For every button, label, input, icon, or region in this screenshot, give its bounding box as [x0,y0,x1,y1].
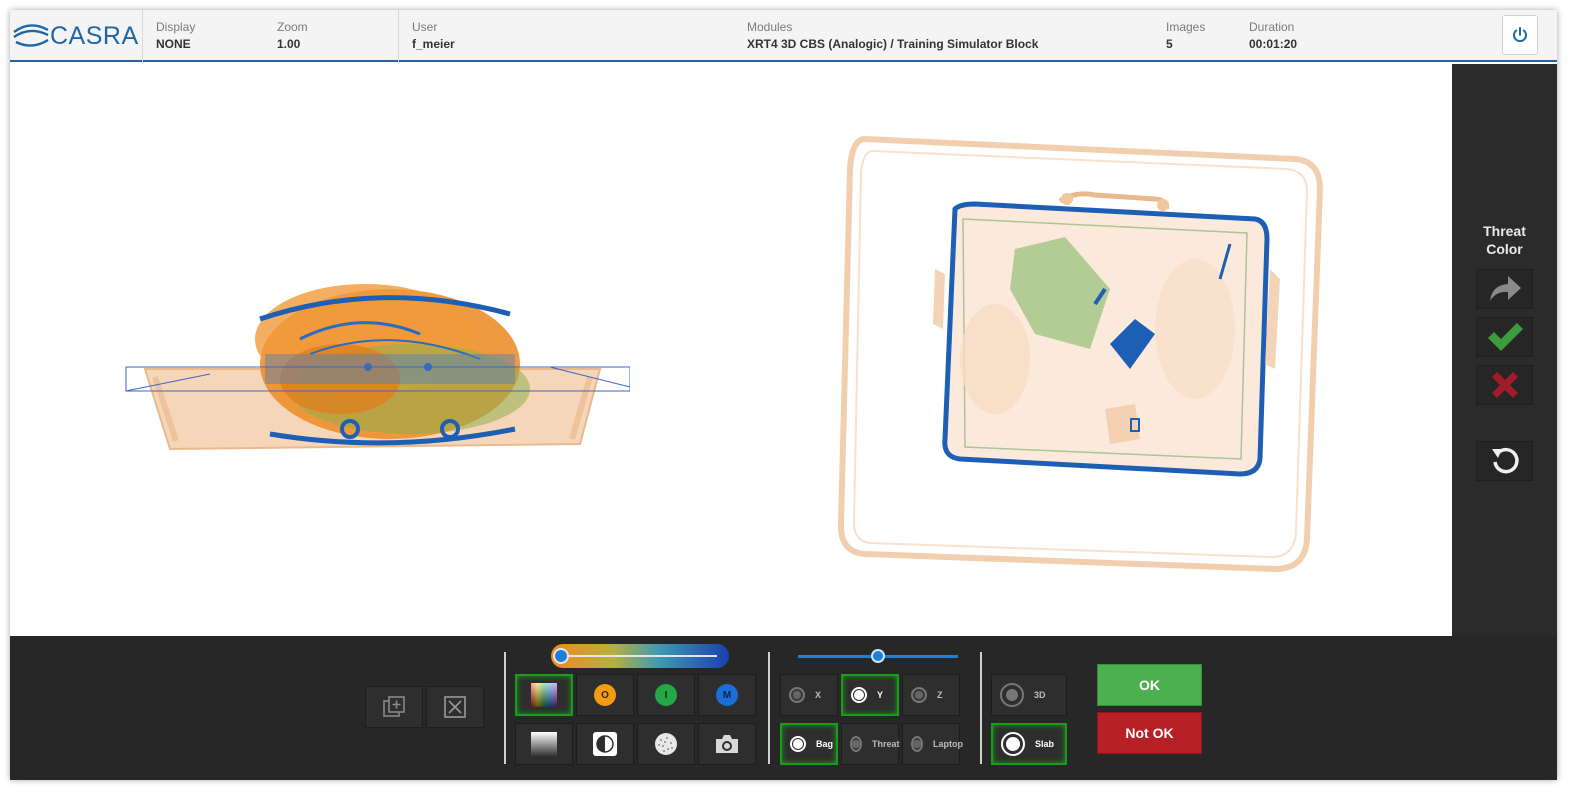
reset-icon [1491,447,1519,474]
threat-color-label-line1: Threat [1483,223,1526,239]
header-bar: CASRA Display NONE Zoom 1.00 User f_meie… [10,10,1557,62]
duplicate-button[interactable] [365,686,423,728]
logo-wave-icon [13,24,49,47]
zoom-value: 1.00 [277,37,301,51]
modules-field: Modules XRT4 3D CBS (Analogic) / Trainin… [747,20,1038,52]
cross-icon [1491,372,1518,398]
snapshot-button[interactable] [698,723,756,765]
reset-button[interactable] [1476,441,1533,481]
axis-z-label: Z [937,690,943,700]
not-ok-button[interactable]: Not OK [1097,712,1202,754]
render-3d-option[interactable]: 3D [991,674,1067,716]
view-threat-radio [850,736,862,752]
app-window: CASRA Display NONE Zoom 1.00 User f_meie… [10,10,1557,780]
zoom-field: Zoom 1.00 [277,20,308,52]
color-mode-button[interactable] [515,674,573,716]
accept-button[interactable] [1476,317,1533,357]
toolbar-separator [504,652,506,764]
display-field: Display NONE [156,20,195,52]
casra-logo: CASRA [10,10,143,62]
axis-y-option[interactable]: Y [841,674,899,716]
axis-x-option[interactable]: X [780,674,838,716]
close-box-icon [444,696,466,718]
organic-button[interactable]: O [576,674,634,716]
user-label: User [412,20,438,34]
contrast-icon [593,732,617,756]
grayscale-icon [531,732,557,756]
noise-texture-icon [655,733,677,755]
images-value: 5 [1166,37,1173,51]
view-bag-option[interactable]: Bag [780,723,838,765]
render-slab-radio [1001,732,1025,756]
zoom-label: Zoom [277,20,308,34]
display-label: Display [156,20,196,34]
toolbar-separator [768,652,770,764]
view-bag-label: Bag [816,739,834,749]
threat-color-label-line2: Color [1486,241,1523,257]
metal-button[interactable]: M [698,674,756,716]
axis-y-radio [851,687,867,703]
forward-arrow-icon [1489,276,1521,301]
axis-y-label: Y [877,690,884,700]
render-slab-option[interactable]: Slab [991,723,1067,765]
texture-button[interactable] [637,723,695,765]
forward-button[interactable] [1476,269,1533,309]
view-threat-label: Threat [872,739,900,749]
view-laptop-label: Laptop [933,739,963,749]
metal-icon: M [716,684,738,706]
axis-x-label: X [815,690,822,700]
view-threat-option[interactable]: Threat [841,723,900,765]
axis-z-radio [911,687,927,703]
duration-value: 00:01:20 [1249,37,1298,51]
invert-button[interactable] [576,723,634,765]
duplicate-icon [383,696,405,717]
render-3d-label: 3D [1034,690,1046,700]
reject-button[interactable] [1476,365,1533,405]
top-view-scan[interactable] [835,129,1325,574]
xray-viewport[interactable] [10,64,1452,636]
images-label: Images [1166,20,1206,34]
close-view-button[interactable] [426,686,484,728]
side-view-scan[interactable] [110,269,630,469]
user-value: f_meier [412,37,455,51]
slice-slider-thumb[interactable] [871,649,885,663]
render-3d-radio [1000,683,1024,707]
user-field: User f_meier [412,20,455,52]
axis-x-radio [789,687,805,703]
ok-button[interactable]: OK [1097,664,1202,706]
threat-color-button[interactable]: Threat Color [1476,220,1533,260]
bottom-toolbar: O I M [10,636,1557,780]
organic-icon: O [594,684,616,706]
duration-field: Duration 00:01:20 [1249,20,1297,52]
side-panel: Threat Color [1452,64,1557,636]
modules-value: XRT4 3D CBS (Analogic) / Training Simula… [747,37,1039,51]
toolbar-separator [980,652,982,764]
images-field: Images 5 [1166,20,1205,52]
color-slider-thumb[interactable] [553,648,569,664]
render-slab-label: Slab [1035,739,1055,749]
brand-name: CASRA [50,22,139,50]
axis-z-option[interactable]: Z [902,674,960,716]
modules-label: Modules [747,20,793,34]
view-bag-radio [790,736,806,752]
grayscale-button[interactable] [515,723,573,765]
power-button[interactable] [1502,15,1538,55]
color-slider-track [563,655,717,657]
inorganic-icon: I [655,684,677,706]
inorganic-button[interactable]: I [637,674,695,716]
view-laptop-radio [911,736,923,752]
view-laptop-option[interactable]: Laptop [902,723,963,765]
header-divider [398,10,399,62]
display-value: NONE [156,37,191,51]
camera-icon [716,735,738,753]
color-palette-icon [531,683,557,707]
slice-slider[interactable] [798,648,958,664]
color-gradient-slider[interactable] [551,644,729,668]
power-icon [1513,27,1527,43]
duration-label: Duration [1249,20,1295,34]
checkmark-icon [1487,323,1523,351]
